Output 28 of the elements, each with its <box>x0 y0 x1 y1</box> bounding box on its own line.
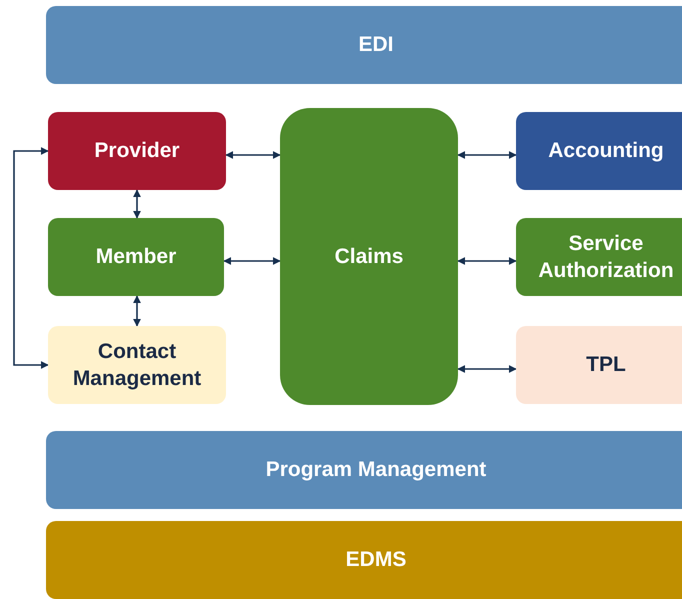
double-arrow <box>223 257 281 265</box>
double-arrow <box>457 151 517 159</box>
double-arrow <box>225 151 281 159</box>
module-box <box>48 326 226 404</box>
band <box>46 431 682 509</box>
module-label: EDMS <box>346 547 406 574</box>
band <box>46 521 682 599</box>
module-label: Program Management <box>266 457 486 484</box>
module-label: Accounting <box>548 138 664 164</box>
double-arrow <box>13 147 49 369</box>
module-box <box>516 218 682 296</box>
double-arrow <box>133 189 141 219</box>
module-box <box>48 112 226 190</box>
double-arrow <box>457 257 517 265</box>
double-arrow <box>133 295 141 327</box>
module-box <box>516 326 682 404</box>
module-label: Member <box>96 244 176 270</box>
module-box <box>280 108 458 405</box>
module-box <box>48 218 224 296</box>
module-label: Provider <box>94 138 180 164</box>
module-label: Claims <box>334 244 404 270</box>
double-arrow <box>457 365 517 373</box>
module-label: Service Authorization <box>537 230 675 284</box>
module-label: Contact Management <box>72 338 202 392</box>
band <box>46 6 682 84</box>
module-label: EDI <box>358 32 394 58</box>
module-label: TPL <box>586 352 626 378</box>
module-box <box>516 112 682 190</box>
